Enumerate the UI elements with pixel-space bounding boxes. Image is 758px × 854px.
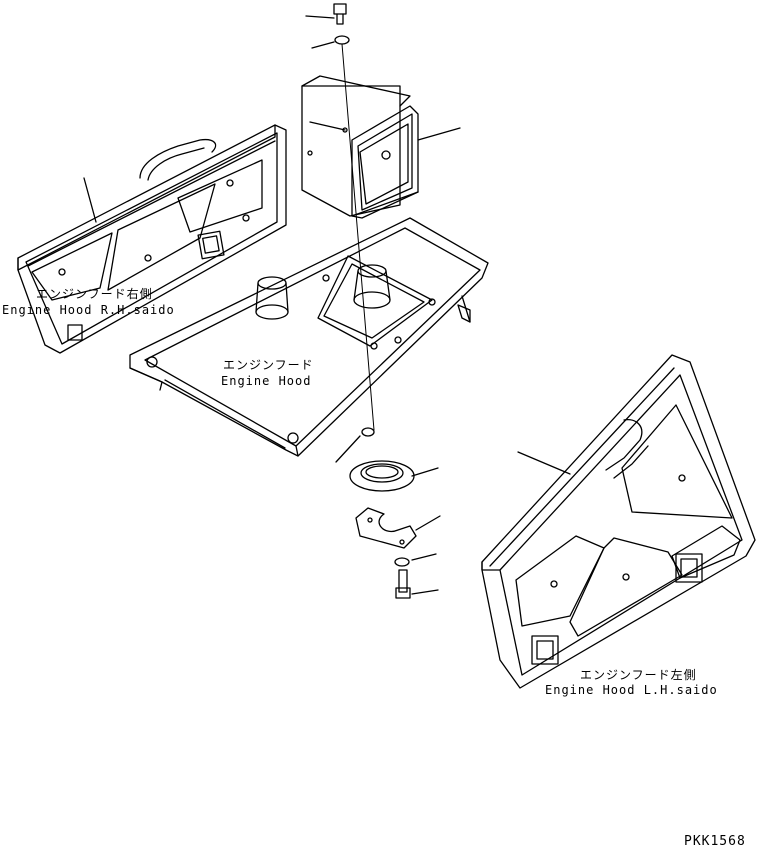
- assembly-line: [341, 43, 375, 431]
- clip-plate: [355, 507, 441, 549]
- lh-hood-label-jp: エンジンフード左側: [580, 668, 697, 682]
- engine-hood-lh-panel: [481, 354, 756, 689]
- engine-hood-panel: [129, 217, 489, 463]
- lower-washer: [394, 553, 437, 567]
- hood-label-jp: エンジンフード: [223, 358, 314, 372]
- grommet-ring: [349, 460, 439, 492]
- lower-bolt: [395, 569, 439, 599]
- cover-box: [301, 75, 461, 219]
- rh-hood-label-en: Engine Hood R.H.saido: [2, 303, 175, 317]
- top-washer: [311, 35, 350, 49]
- drawing-code: PKK1568: [684, 834, 746, 849]
- top-bolt: [305, 3, 347, 25]
- engine-hood-rh-panel: [17, 124, 287, 354]
- hood-label-en: Engine Hood: [221, 374, 312, 388]
- lh-hood-label-en: Engine Hood L.H.saido: [545, 683, 718, 697]
- rh-hood-label-jp: エンジンフード右側: [36, 287, 153, 301]
